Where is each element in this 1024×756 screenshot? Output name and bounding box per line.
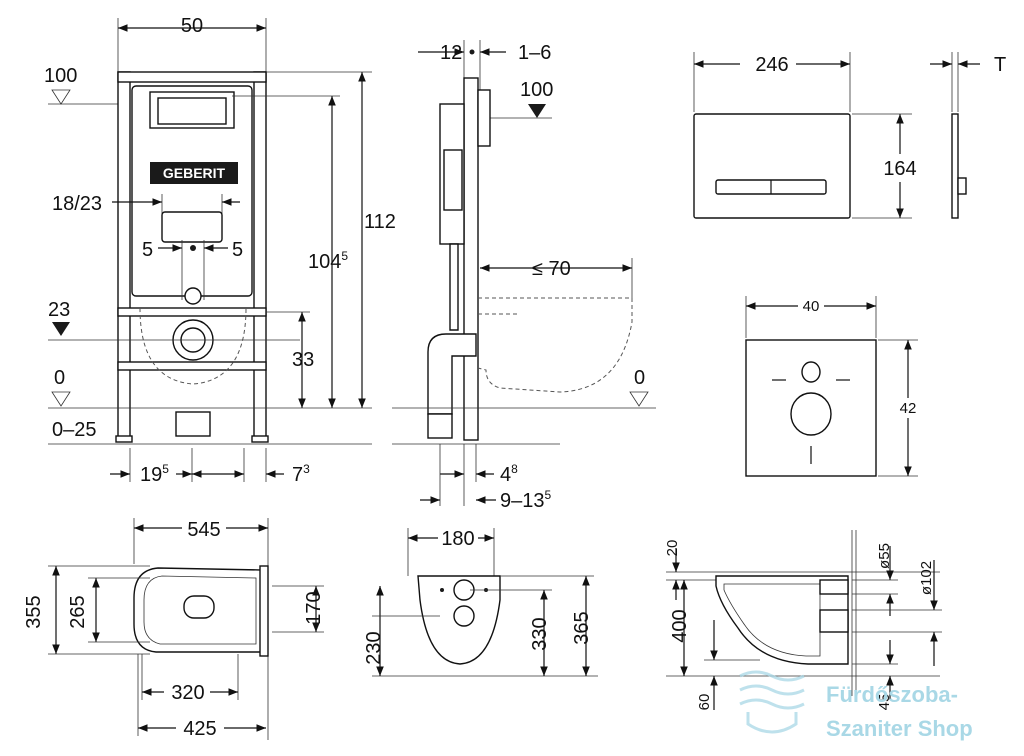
label-12: 12 [440, 42, 462, 64]
label-19: 195 [140, 462, 169, 486]
label-400: 400 [669, 609, 691, 642]
label-545: 545 [187, 519, 220, 541]
label-265: 265 [67, 595, 89, 628]
label-0-25: 0–25 [52, 419, 97, 441]
bowl-side-outline [715, 575, 849, 665]
label-width-50: 50 [181, 15, 203, 37]
label-side-level-0: 0 [634, 367, 645, 389]
label-70: ≤ 70 [532, 258, 571, 280]
level-marker-23 [52, 322, 70, 336]
label-60: 60 [696, 694, 713, 711]
label-20: 20 [664, 540, 681, 557]
label-thickness: T [994, 54, 1006, 76]
actuator-housing [161, 211, 223, 243]
label-180: 180 [441, 528, 474, 550]
watermark: Fürdőszoba- Szaniter Shop [739, 670, 973, 741]
frame-top-rail [117, 71, 267, 83]
flush-plate-side [951, 113, 959, 219]
label-level-100: 100 [44, 65, 77, 87]
sound-pad-view: 40 42 [745, 294, 922, 477]
bowl-top-view: 545 355 265 170 320 425 [23, 516, 325, 740]
frame-bottom-rail [117, 361, 267, 371]
label-320: 320 [171, 682, 204, 704]
label-164: 164 [883, 158, 916, 180]
label-230: 230 [363, 631, 385, 664]
brand-band [150, 162, 238, 184]
label-33: 33 [292, 349, 314, 371]
label-45: 45 [876, 694, 893, 711]
flush-plate-mount [157, 97, 227, 125]
label-pad-width: 40 [803, 298, 820, 315]
watermark-line1: Fürdőszoba- [826, 682, 958, 707]
flush-plate-view: 246 164 T [693, 50, 1006, 219]
frame-front-view: 50 100 GEBERIT 112 1045 18 [44, 15, 396, 486]
label-side-level-100: 100 [520, 79, 553, 101]
label-365: 365 [571, 611, 593, 644]
bowl-front-view: 180 230 330 365 [363, 526, 598, 677]
label-9-13: 9–135 [500, 488, 552, 512]
watermark-logo-icon [739, 670, 805, 734]
label-height-112: 112 [364, 211, 396, 233]
label-dia-55: ø55 [876, 543, 893, 569]
frame-left-upright [117, 71, 131, 441]
flush-plate [693, 113, 851, 219]
watermark-line2: Szaniter Shop [826, 716, 973, 741]
level-marker-100 [51, 89, 71, 105]
label-level-0: 0 [54, 367, 65, 389]
label-7: 73 [292, 462, 310, 486]
frame-right-upright [253, 71, 267, 441]
frame-side-view: 12 1–6 100 ≤ 70 0 48 9–135 [392, 40, 656, 512]
brand-logo: GEBERIT [163, 165, 226, 181]
label-height-104: 1045 [308, 249, 348, 273]
bowl-side-dashed [477, 297, 633, 393]
bowl-outline-dashed [139, 307, 247, 385]
frame-side-upright [463, 77, 479, 441]
label-4: 48 [500, 462, 518, 486]
label-level-23: 23 [48, 299, 70, 321]
bowl-side-view: 20 400 60 ø55 ø102 45 [664, 530, 942, 710]
label-5-left: 5 [142, 239, 153, 261]
label-pad-height: 42 [900, 400, 917, 417]
label-355: 355 [23, 595, 45, 628]
label-246: 246 [755, 54, 788, 76]
label-330: 330 [529, 617, 551, 650]
level-marker-0 [51, 391, 71, 407]
drain-bend-side [427, 333, 477, 415]
label-5-right: 5 [232, 239, 243, 261]
label-dia-102: ø102 [918, 561, 935, 595]
label-18-23: 18/23 [52, 193, 102, 215]
label-425: 425 [183, 718, 216, 740]
label-1-6: 1–6 [518, 42, 551, 64]
plate-side [477, 89, 491, 147]
drain-elbow [175, 411, 211, 437]
label-170: 170 [303, 591, 325, 624]
flush-bend [184, 287, 202, 305]
